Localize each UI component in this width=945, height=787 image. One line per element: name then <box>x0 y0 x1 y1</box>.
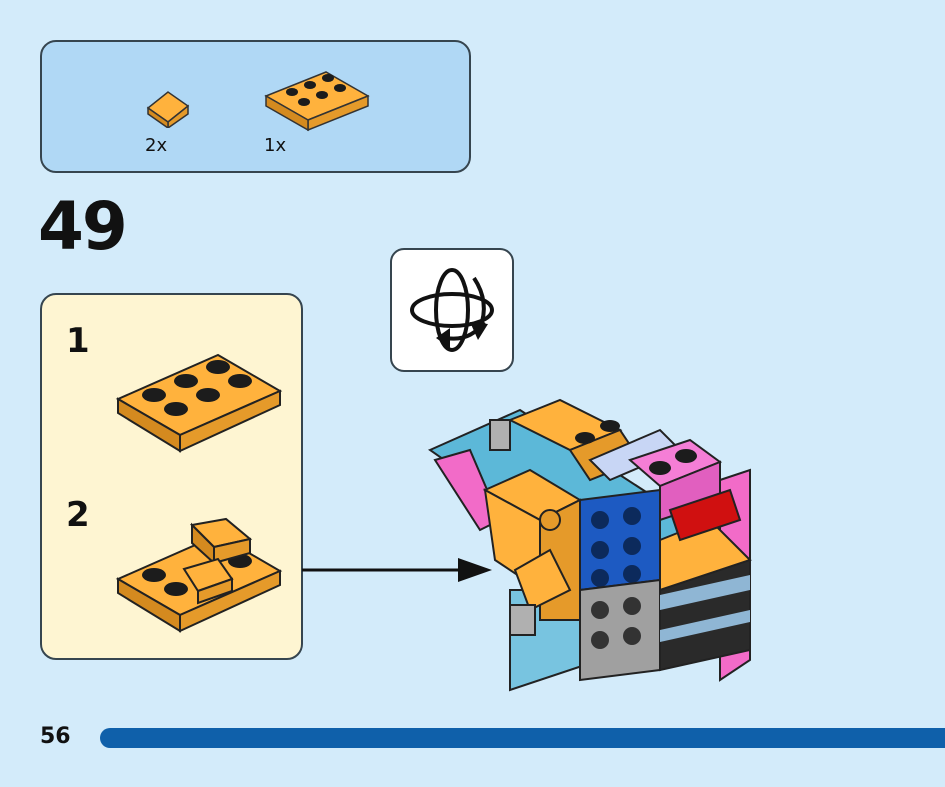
rotate-model-icon <box>410 268 494 352</box>
part-qty-1: 2x <box>145 135 168 156</box>
assembly-arrow-icon <box>302 558 492 582</box>
step-number: 49 <box>38 188 128 265</box>
substep-box: 1 2 <box>40 293 303 660</box>
rotate-model-box <box>390 248 514 372</box>
orange-2x4-plate-icon <box>264 71 370 132</box>
model-illustration <box>427 398 752 692</box>
substep-number-1: 1 <box>66 321 90 361</box>
substep-number-2: 2 <box>66 495 90 535</box>
parts-list-box: 2x 1x <box>40 40 471 173</box>
page-number: 56 <box>40 724 71 749</box>
page-progress-bar <box>100 728 945 748</box>
orange-plate-icon <box>115 353 283 453</box>
orange-plate-with-slopes-icon <box>115 517 283 633</box>
part-qty-2: 1x <box>264 135 287 156</box>
orange-slope-brick-icon <box>146 91 190 128</box>
